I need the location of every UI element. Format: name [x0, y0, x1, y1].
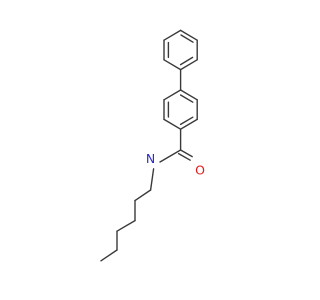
bond-carbonyl-oxygen-1 [179, 149, 193, 158]
oxygen-atom-label: O [195, 163, 205, 178]
bond-top-ring-6 [163, 29, 182, 41]
amide-group [159, 128, 193, 163]
molecule-structure: N O [100, 29, 206, 262]
bond-hexyl-6 [100, 249, 118, 262]
bond-hexyl-4 [116, 219, 136, 232]
bond-top-ring-1 [179, 29, 198, 41]
phenyl-ring-top [163, 29, 198, 71]
bond-hexyl-2 [134, 189, 152, 202]
bond-top-ring-inner-2 [179, 56, 194, 66]
bond-top-ring-inner-1 [180, 34, 194, 43]
bond-mid-ring-inner-2 [179, 116, 194, 126]
hexyl-chain [100, 168, 155, 262]
bond-top-ring-4 [163, 59, 182, 71]
nitrogen-atom-label: N [146, 151, 155, 166]
bond-mid-ring-1 [179, 89, 198, 101]
bond-top-ring-3 [179, 59, 198, 71]
bond-hexyl-1 [149, 168, 155, 191]
structure-canvas: N O [100, 29, 206, 262]
bond-carbonyl-nitrogen [159, 149, 182, 163]
bond-mid-ring-3 [179, 118, 198, 130]
bond-mid-ring-inner-1 [179, 94, 194, 103]
bond-mid-ring-6 [163, 89, 182, 101]
bond-carbonyl-oxygen-2 [177, 152, 191, 161]
phenylene-ring-middle [163, 89, 198, 130]
bond-mid-ring-4 [163, 118, 182, 130]
